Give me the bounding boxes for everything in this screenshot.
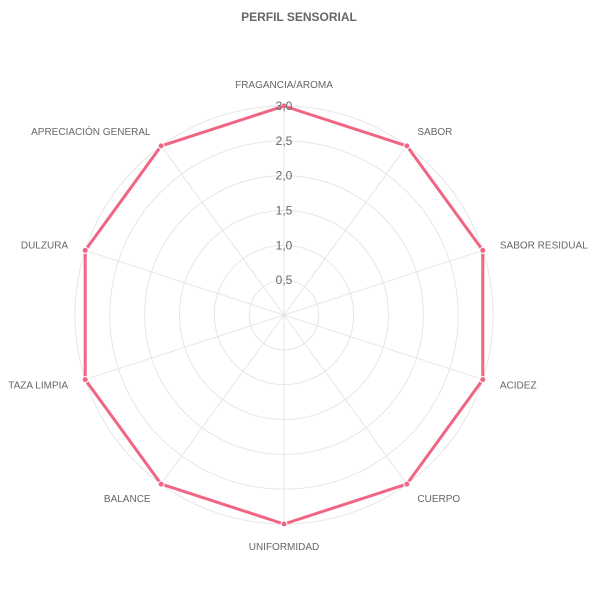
label-layer: 0,5 1,0 1,5 2,0 2,5 3,0 FRAGANCIA/AROMA SABOR SA… — [8, 80, 588, 553]
data-point — [479, 376, 487, 384]
grid-spoke — [85, 249, 285, 316]
data-point — [479, 246, 487, 254]
grid-spoke — [85, 314, 285, 381]
category-label: SABOR RESIDUAL — [500, 240, 588, 251]
tick-label: 2,5 — [276, 134, 293, 148]
category-label: FRAGANCIA/AROMA — [235, 80, 333, 91]
grid-layer — [74, 105, 494, 525]
data-point — [157, 142, 165, 150]
data-point — [280, 102, 288, 110]
category-label: SABOR — [417, 127, 452, 138]
data-point — [157, 480, 165, 488]
grid-spoke — [283, 314, 483, 381]
category-label: UNIFORMIDAD — [249, 542, 320, 553]
tick-label: 1,0 — [276, 238, 293, 252]
category-label: TAZA LIMPIA — [8, 381, 68, 392]
category-label: BALANCE — [104, 494, 151, 505]
data-point — [280, 520, 288, 528]
tick-label: 3,0 — [276, 99, 293, 113]
data-point — [403, 142, 411, 150]
tick-label: 0,5 — [276, 273, 293, 287]
tick-label: 1,5 — [276, 204, 293, 218]
category-label: CUERPO — [417, 494, 460, 505]
grid-spoke — [283, 249, 483, 316]
data-point — [403, 480, 411, 488]
data-point — [81, 376, 89, 384]
grid-spoke — [160, 314, 285, 485]
category-label: ACIDEZ — [500, 381, 537, 392]
series-layer — [81, 102, 487, 528]
grid-spoke — [283, 145, 408, 316]
tick-label: 2,0 — [276, 169, 293, 183]
category-label: DULZURA — [21, 240, 69, 251]
data-point — [81, 246, 89, 254]
category-label: APRECIACIÓN GENERAL — [31, 125, 151, 138]
grid-spoke — [160, 145, 285, 316]
grid-spoke — [283, 314, 408, 485]
chart-title: PERFIL SENSORIAL — [241, 10, 357, 24]
